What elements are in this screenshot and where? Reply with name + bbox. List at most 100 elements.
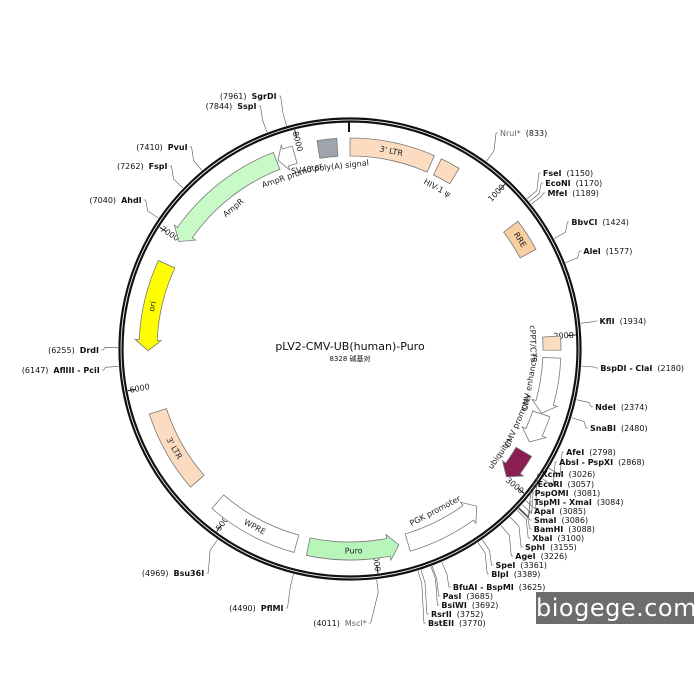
site-label: (6255) DrdI — [48, 346, 99, 355]
site-position: (3088) — [568, 525, 595, 534]
site-position: (1577) — [606, 247, 633, 256]
tick-mark — [498, 183, 506, 191]
site-leader-line — [531, 192, 546, 205]
site-name: EcoRI — [538, 480, 563, 489]
site-label: (4490)PflMI — [229, 604, 283, 613]
site-name: AflIII - PciI — [53, 366, 99, 375]
site-position: (4011) — [313, 619, 340, 628]
feature-cppt — [542, 335, 562, 351]
plasmid-size: 8328 碱基对 — [329, 354, 370, 363]
feature-puro — [305, 533, 400, 562]
site-name: TspMI - XmaI — [534, 498, 592, 507]
feature-ltr-3-top — [349, 137, 435, 173]
site-label: SphI(3155) — [525, 543, 577, 552]
site-leader-line — [368, 579, 379, 624]
site-name: AleI — [583, 247, 600, 256]
watermark-logo: biogege.com — [536, 594, 697, 622]
site-name: AbsI - PspXI — [559, 458, 613, 467]
tick-mark — [376, 565, 379, 574]
site-label: BstEII(3770) — [428, 619, 486, 628]
tick-label: 4000 — [371, 551, 382, 572]
site-label: AgeI (3226) — [515, 552, 567, 561]
site-label: BspDI - ClaI(2180) — [600, 364, 684, 373]
site-leader-line — [580, 320, 598, 324]
site-name: SspI — [237, 102, 256, 111]
site-position: (3685) — [466, 592, 493, 601]
site-leader-line — [431, 565, 441, 597]
site-name: NruI* — [500, 129, 521, 138]
site-label: BfuAI - BspMI(3625) — [453, 583, 545, 592]
site-label: (7262)FspI — [117, 162, 168, 171]
site-leader-line — [477, 542, 490, 575]
feature-sv40-polya — [316, 137, 339, 159]
site-label: PasI(3685) — [443, 592, 493, 601]
site-leader-line — [278, 95, 287, 126]
site-label: (7040)AhdI — [89, 196, 141, 205]
site-position: (3226) — [541, 552, 568, 561]
feature-ltr-3-bottom — [148, 408, 205, 488]
feature-label-cppt: cPPT/CTS — [528, 325, 538, 362]
tick-mark — [216, 524, 222, 532]
site-name: PflMI — [261, 604, 284, 613]
site-name: BfuAI - BspMI — [453, 583, 514, 592]
site-label: BamHI(3088) — [534, 525, 595, 534]
site-leader-line — [516, 509, 531, 539]
site-position: (6147) — [22, 366, 49, 375]
site-name: DrdI — [80, 346, 99, 355]
site-position: (2868) — [618, 458, 645, 467]
site-position: (7961) — [220, 92, 247, 101]
site-leader-line — [525, 473, 540, 510]
site-name: PvuI — [168, 143, 188, 152]
site-label: (4969)Bsu36I — [142, 569, 204, 578]
site-leader-line — [529, 182, 544, 202]
plasmid-backbone — [118, 117, 582, 581]
site-name: AfeI — [566, 448, 584, 457]
feature-pgk — [404, 501, 478, 552]
tick-label: 3000 — [504, 476, 525, 496]
site-position: (7410) — [136, 143, 163, 152]
site-label: AbsI - PspXI (2868) — [559, 458, 645, 467]
feature-label-sv40-polya: SV40 poly(A) signal — [291, 158, 370, 176]
site-position: (4969) — [142, 569, 169, 578]
site-position: (2374) — [621, 403, 648, 412]
site-position: (3084) — [597, 498, 624, 507]
site-label: EcoRI(3057) — [538, 480, 594, 489]
feature-hiv-psi — [432, 158, 460, 185]
site-label: KflI(1934) — [599, 317, 646, 326]
site-label: (7410) PvuI — [136, 143, 187, 152]
site-leader-line — [521, 483, 536, 515]
site-leader-line — [417, 570, 426, 624]
feature-ubiquitin — [501, 446, 533, 478]
site-leader-line — [553, 221, 570, 239]
tick-label: 2000 — [553, 331, 574, 341]
site-leader-line — [441, 561, 451, 588]
site-position: (6255) — [48, 346, 75, 355]
site-name: XbaI — [532, 534, 552, 543]
backbone-inner-circle — [121, 120, 579, 578]
site-leader-line — [518, 508, 533, 521]
site-name: AgeI — [515, 552, 535, 561]
site-position: (3026) — [569, 470, 596, 479]
restriction-sites: NruI*(833)FseI(1150)EcoNI(1170)MfeI(1189… — [22, 92, 684, 628]
site-leader-line — [500, 525, 514, 557]
site-name: BlpI — [491, 570, 509, 579]
site-leader-line — [542, 461, 558, 487]
site-label: FseI(1150) — [543, 169, 593, 178]
site-position: (3085) — [559, 507, 586, 516]
site-leader-line — [420, 569, 429, 615]
site-position: (1424) — [602, 218, 629, 227]
site-leader-line — [576, 399, 594, 408]
site-name: FspI — [149, 162, 168, 171]
site-position: (3361) — [520, 561, 547, 570]
site-position: (2180) — [657, 364, 684, 373]
site-leader-line — [430, 566, 440, 606]
site-leader-line — [581, 365, 599, 369]
site-leader-line — [206, 539, 218, 574]
feature-label-puro: Puro — [345, 546, 363, 555]
site-label: XbaI(3100) — [532, 534, 584, 543]
site-position: (2798) — [589, 448, 616, 457]
site-leader-line — [101, 366, 119, 371]
plasmid-name: pLV2-CMV-UB(human)-Puro — [275, 340, 425, 353]
site-name: SmaI — [534, 516, 556, 525]
site-label: BsiWI(3692) — [441, 601, 498, 610]
